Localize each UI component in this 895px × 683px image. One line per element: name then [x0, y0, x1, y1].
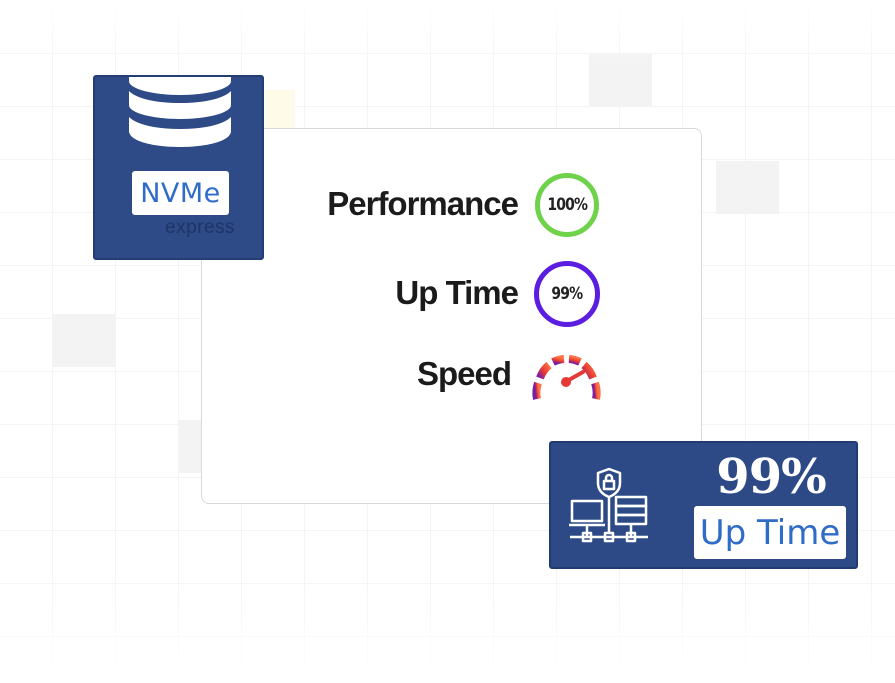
background-fade [0, 0, 895, 60]
performance-gauge: 100% [535, 173, 599, 237]
uptime-label: Up Time [395, 274, 519, 311]
grid-cell-highlight [716, 161, 779, 214]
nvme-title: NVMe [140, 177, 221, 209]
nvme-subtitle: express [165, 217, 236, 238]
nvme-card: NVMe express [93, 75, 264, 260]
uptime-card-badge: Up Time [694, 506, 846, 559]
secure-network-icon [569, 467, 648, 543]
uptime-gauge: 99% [534, 261, 600, 327]
grid-cell-highlight [589, 54, 652, 107]
uptime-card-value: 99% [716, 449, 826, 505]
uptime-card-label: Up Time [699, 512, 841, 553]
performance-value: 100% [547, 195, 588, 215]
grid-cell-highlight [52, 314, 115, 367]
speed-label: Speed [416, 355, 512, 392]
performance-label: Performance [327, 185, 519, 222]
speedometer-icon [532, 355, 601, 400]
nvme-badge: NVMe [132, 171, 229, 215]
uptime-value: 99% [551, 284, 584, 304]
database-icon [129, 77, 231, 147]
background-fade [0, 573, 895, 683]
uptime-card: 99% Up Time [549, 441, 858, 569]
